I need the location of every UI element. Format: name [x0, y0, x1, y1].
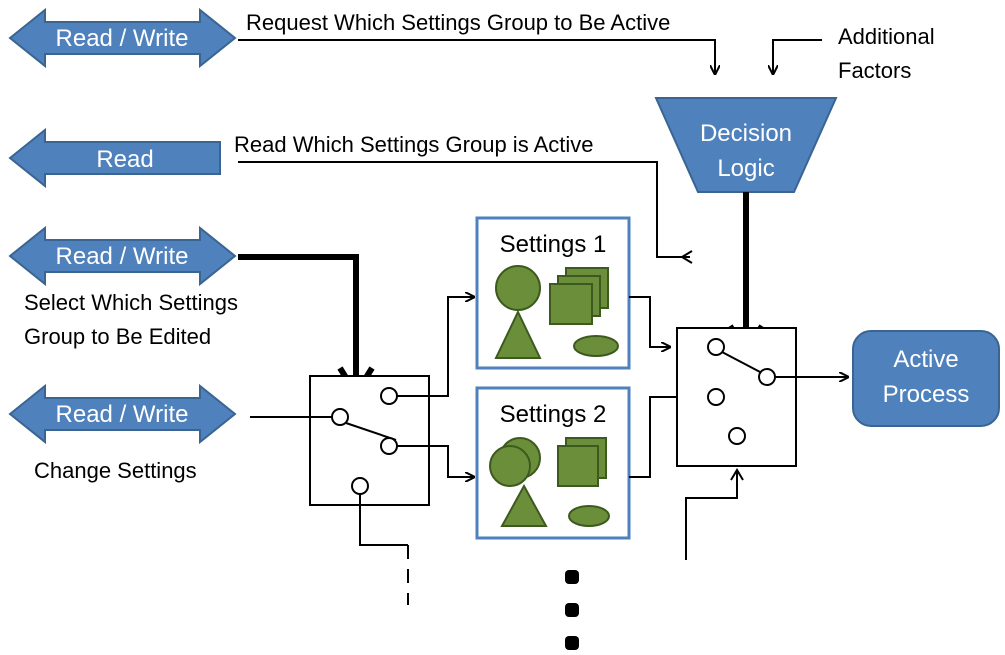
settings-1-box: Settings 1	[475, 216, 631, 370]
more-groups-dots	[565, 570, 579, 650]
switch-output-node-1	[380, 387, 398, 405]
decision-logic-label-2: Logic	[717, 155, 774, 182]
active-switch-output-node	[758, 368, 776, 386]
select-edit-label-1: Select Which Settings	[24, 290, 238, 315]
select-edit-line	[238, 254, 359, 386]
decision-logic-label-1: Decision	[700, 120, 792, 147]
settings-1-circle-shape	[495, 265, 541, 311]
active-switch-input-node-2	[707, 388, 725, 406]
request-label: Request Which Settings Group to Be Activ…	[246, 10, 670, 35]
active-process-label-2: Process	[883, 381, 970, 408]
switch-input-node	[331, 408, 349, 426]
additional-factors-label-2: Factors	[838, 58, 911, 83]
settings-2-title: Settings 2	[500, 401, 607, 428]
edit-to-settings1-line	[397, 297, 474, 397]
read-write-arrow-top-label: Read / Write	[56, 25, 189, 52]
active-switch-input-node-3	[728, 427, 746, 445]
edit-to-more-line	[359, 494, 408, 546]
read-arrow-label: Read	[96, 146, 153, 173]
settings1-to-active-line	[629, 296, 670, 347]
settings-2-ellipse-shape	[568, 505, 610, 527]
edit-selector-switch	[250, 375, 430, 506]
settings-2-box: Settings 2	[475, 386, 631, 540]
more-to-active-line	[685, 470, 738, 560]
switch-output-node-2	[380, 437, 398, 455]
additional-factors-line	[773, 39, 822, 74]
read-active-label: Read Which Settings Group is Active	[234, 132, 594, 157]
read-write-arrow-middle-label: Read / Write	[56, 243, 189, 270]
settings-2-circle-shape-front	[489, 445, 531, 487]
settings-2-triangle-shape	[500, 483, 548, 527]
settings-1-ellipse-shape	[573, 335, 619, 357]
active-process-box: Active Process	[852, 330, 1000, 427]
settings-1-square-shape-front	[549, 283, 593, 325]
edit-to-settings2-line	[397, 445, 474, 477]
decision-logic-block: Decision Logic	[654, 97, 838, 193]
settings-2-square-shape-front	[557, 445, 599, 487]
read-write-arrow-bottom-label: Read / Write	[56, 401, 189, 428]
active-switch-input-node-1	[707, 338, 725, 356]
read-write-arrow-bottom: Read / Write	[8, 383, 237, 445]
settings2-to-active-line	[629, 397, 701, 478]
request-line	[238, 39, 715, 74]
read-write-arrow-top: Read / Write	[8, 7, 237, 69]
select-edit-label-2: Group to Be Edited	[24, 324, 211, 349]
settings-1-triangle-shape	[494, 309, 542, 359]
active-process-label-1: Active	[893, 346, 958, 373]
additional-factors-label-1: Additional	[838, 24, 935, 49]
change-settings-label: Change Settings	[34, 458, 197, 483]
active-selector-switch	[676, 327, 797, 467]
settings-1-title: Settings 1	[500, 231, 607, 258]
read-active-line	[238, 161, 690, 258]
read-arrow: Read	[8, 127, 221, 189]
switch-output-node-3	[351, 477, 369, 495]
read-write-arrow-middle: Read / Write	[8, 225, 237, 287]
